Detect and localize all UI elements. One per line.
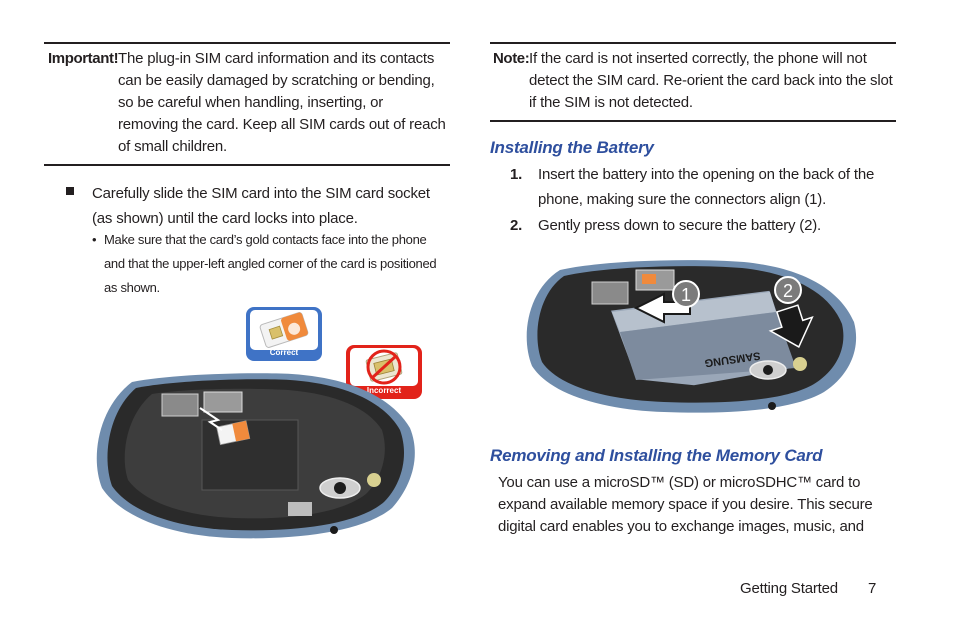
dot-bullet-icon: •	[92, 232, 97, 247]
phone-battery-illustration: SAMSUNG 1 2	[524, 256, 860, 416]
step-line: phone, making sure the connectors align …	[538, 191, 827, 208]
correct-sim-icon	[246, 307, 322, 361]
note-top-rule	[490, 42, 896, 44]
correct-sim-badge: Correct	[245, 306, 323, 362]
important-line: removing the card. Keep all SIM cards ou…	[118, 116, 446, 133]
memory-line: expand available memory space if you des…	[498, 496, 873, 513]
important-line: The plug-in SIM card information and its…	[118, 50, 435, 67]
note-label: Note:	[493, 50, 530, 67]
step-line: Insert the battery into the opening on t…	[538, 166, 875, 183]
correct-label: Correct	[269, 348, 299, 357]
note-text: If the card is not inserted correctly, t…	[529, 48, 901, 114]
note-line: if the SIM is not detected.	[529, 94, 693, 111]
important-label: Important!	[48, 50, 119, 67]
memory-line: You can use a microSD™ (SD) or microSDHC…	[498, 474, 861, 491]
memory-line: digital card enables you to exchange ima…	[498, 518, 864, 535]
callout-1: 1	[681, 285, 691, 305]
incorrect-sim-badge: Incorrect	[345, 344, 423, 400]
phone-back-sim-illustration	[92, 368, 426, 544]
sub-bullet-text: Make sure that the card’s gold contacts …	[104, 228, 454, 300]
callout-2: 2	[783, 281, 793, 301]
square-bullet-icon	[66, 187, 74, 195]
note-line: detect the SIM card. Re-orient the card …	[529, 72, 893, 89]
note-line: If the card is not inserted correctly, t…	[529, 50, 867, 67]
installing-battery-heading: Installing the Battery	[490, 138, 654, 157]
step-number: 1.	[510, 166, 523, 183]
footer-page-number: 7	[868, 580, 877, 597]
sub-bullet-line: as shown.	[104, 280, 160, 295]
phone-sim-image	[96, 373, 415, 539]
incorrect-sim-icon	[346, 345, 422, 399]
note-bottom-rule	[490, 120, 896, 122]
step-text: Gently press down to secure the battery …	[538, 213, 898, 238]
important-line: so be careful when handling, inserting, …	[118, 94, 384, 111]
step-line: Gently press down to secure the battery …	[538, 217, 822, 234]
memory-text: You can use a microSD™ (SD) or microSDHC…	[498, 472, 898, 538]
important-line: of small children.	[118, 138, 227, 155]
bullet-text: Carefully slide the SIM card into the SI…	[92, 181, 452, 231]
important-top-rule	[44, 42, 450, 44]
incorrect-label: Incorrect	[366, 386, 402, 395]
sub-bullet-line: and that the upper-left angled corner of…	[104, 256, 437, 271]
footer-section-title: Getting Started	[740, 580, 838, 597]
important-line: can be easily damaged by scratching or b…	[118, 72, 435, 89]
important-bottom-rule	[44, 164, 450, 166]
step-text: Insert the battery into the opening on t…	[538, 162, 898, 212]
sub-bullet-line: Make sure that the card’s gold contacts …	[104, 232, 427, 247]
step-number: 2.	[510, 217, 523, 234]
important-text: The plug-in SIM card information and its…	[118, 48, 453, 158]
memory-card-heading: Removing and Installing the Memory Card	[490, 446, 823, 465]
bullet-line: Carefully slide the SIM card into the SI…	[92, 185, 430, 202]
phone-battery-image: SAMSUNG 1 2	[526, 260, 857, 413]
bullet-line: (as shown) until the card locks into pla…	[92, 210, 358, 227]
